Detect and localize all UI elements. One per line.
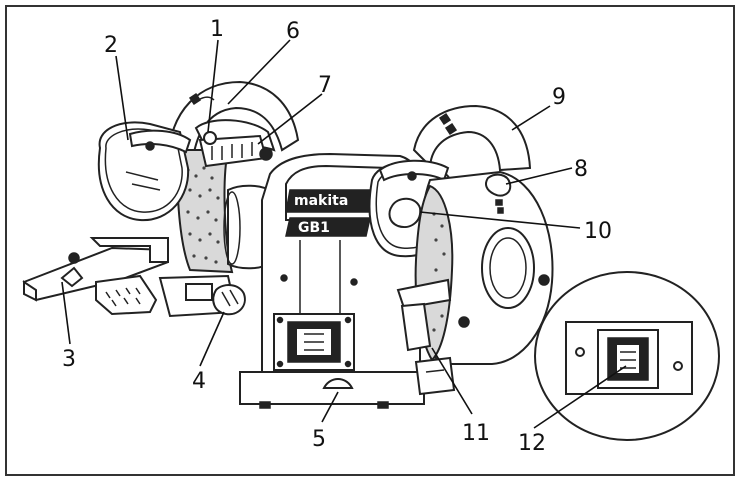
- left-rest-bracket: ▮▮: [95, 274, 238, 318]
- callout-6: 6: [286, 19, 300, 44]
- model-label: GB1: [298, 220, 330, 236]
- leader-lines: [61, 39, 627, 429]
- brand-logo: makita: [294, 193, 348, 209]
- callout-9: 9: [552, 85, 566, 110]
- callout-8: 8: [574, 157, 588, 182]
- callout-5: 5: [312, 427, 326, 452]
- callout-12: 12: [518, 431, 546, 456]
- callout-3: 3: [62, 347, 76, 372]
- left-tool-rest: [22, 237, 169, 302]
- callout-11: 11: [462, 421, 490, 446]
- right-grinding-wheel: [414, 170, 554, 365]
- callout-10: 10: [584, 219, 612, 244]
- svg-text:▮▮: ▮▮: [190, 285, 205, 301]
- right-tool-rest: [396, 278, 456, 396]
- left-eye-shield: [97, 121, 192, 222]
- callout-labels: 1 2 3 4 5 6 7 8 9 10 11 12: [62, 17, 612, 456]
- left-wheel-texture: [186, 166, 220, 264]
- switch-panel: [273, 313, 355, 371]
- right-wheel-guard: [412, 104, 532, 172]
- grinder-base: [239, 371, 425, 409]
- callout-2: 2: [104, 33, 118, 58]
- callout-7: 7: [318, 73, 332, 98]
- spark-deflector-knob: [485, 173, 512, 214]
- left-wheel-guard: [166, 80, 300, 167]
- callout-4: 4: [192, 369, 206, 394]
- figure-frame: [5, 5, 735, 476]
- callout-1: 1: [210, 17, 224, 42]
- eye-shield-bracket: [194, 119, 276, 168]
- switch-closeup-inset: [534, 271, 720, 441]
- tool-rest-clamp-knob: [212, 284, 246, 316]
